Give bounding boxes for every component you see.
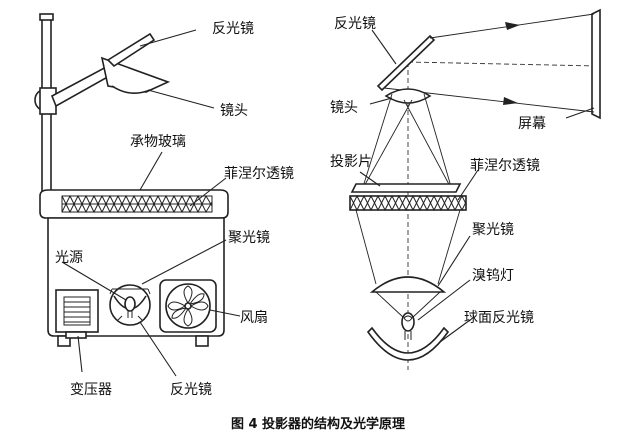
projector-structure: 反光镜 镜头 承物玻璃 菲涅尔透镜 聚光镜 光源 风扇 变压器 反光镜	[34, 13, 294, 398]
leader-right-reflector	[371, 29, 397, 65]
label-left-lens: 镜头	[220, 103, 248, 119]
left-reflector-mirror	[106, 32, 156, 68]
label-stage-glass: 承物玻璃	[130, 133, 186, 150]
leader-right-lens	[369, 97, 393, 105]
label-screen: 屏幕	[518, 116, 546, 132]
arrow-bottom	[503, 97, 518, 105]
optical-axis-horizontal	[407, 61, 599, 67]
leader-left-condenser	[141, 239, 227, 285]
label-right-condenser: 聚光镜	[472, 222, 514, 238]
right-lens-shape	[384, 88, 432, 104]
label-bottom-reflector: 反光镜	[170, 382, 212, 398]
left-lens-shape	[111, 85, 151, 94]
leader-right-fresnel	[457, 169, 479, 201]
figure-caption: 图 4 投影器的结构及光学原理	[231, 416, 405, 432]
leader-right-condenser	[437, 235, 471, 287]
transformer-core	[63, 296, 91, 326]
right-foot	[195, 335, 209, 347]
label-fan: 风扇	[240, 310, 268, 326]
label-right-reflector: 反光镜	[334, 16, 376, 32]
lamp-bulb	[124, 296, 136, 312]
right-condenser-shape	[369, 276, 447, 293]
leader-slide	[359, 171, 381, 187]
leader-transformer	[77, 335, 83, 373]
label-right-lens: 镜头	[330, 100, 358, 116]
leader-fan	[209, 309, 241, 317]
label-left-reflector: 反光镜	[212, 21, 254, 37]
label-slide: 投影片	[330, 154, 372, 170]
label-spherical-reflector: 球面反光镜	[464, 310, 534, 326]
label-light-source: 光源	[55, 250, 83, 266]
leader-left-lens	[147, 89, 215, 109]
leader-spherical-reflector	[439, 319, 471, 343]
screen-shape	[591, 8, 601, 120]
arrow-top	[505, 22, 520, 30]
post-cap	[39, 13, 54, 21]
label-left-condenser: 聚光镜	[228, 230, 270, 246]
leader-halogen	[417, 279, 471, 321]
right-reflector-mirror	[376, 34, 436, 92]
label-left-fresnel: 菲涅尔透镜	[224, 166, 294, 182]
fan-ring	[165, 283, 211, 329]
optical-principle: 反光镜 镜头 屏幕 投影片 菲涅尔透镜 聚光镜 溴钨灯 球面反光镜	[330, 8, 601, 370]
label-right-fresnel: 菲涅尔透镜	[470, 158, 540, 174]
spherical-reflector-shape	[366, 326, 450, 361]
leader-light-source	[61, 261, 127, 301]
transformer-base	[65, 331, 87, 339]
leader-left-reflector	[139, 29, 197, 47]
leader-stage-glass	[139, 151, 163, 191]
leader-screen	[565, 107, 595, 119]
transformer-box	[55, 289, 99, 333]
left-foot	[57, 335, 71, 347]
slide-plate	[350, 183, 462, 193]
label-transformer: 变压器	[70, 382, 112, 398]
label-halogen: 溴钨灯	[472, 268, 514, 284]
leader-left-fresnel	[189, 177, 227, 207]
head-arm	[50, 64, 115, 108]
leader-bottom-reflector	[139, 321, 177, 377]
